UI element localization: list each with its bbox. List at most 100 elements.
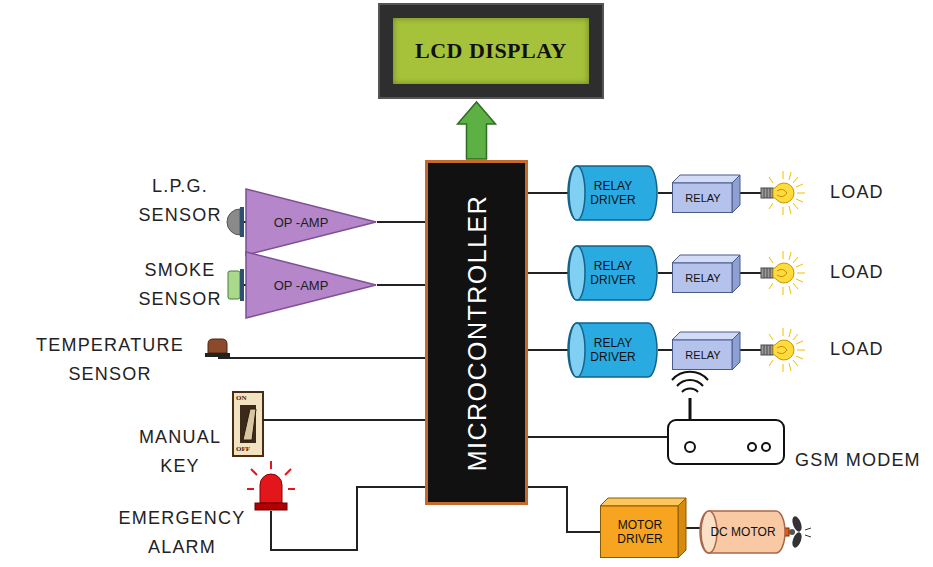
text-wrap: RELAY DRIVER — [580, 324, 646, 376]
wire — [263, 419, 425, 421]
node-text: MICROCONTROLLER — [462, 194, 491, 471]
node-text: RELAY — [685, 192, 720, 204]
wire — [528, 436, 668, 438]
text-wrap: MOTOR DRIVER — [602, 506, 678, 558]
relay-driver: RELAY DRIVER — [568, 245, 658, 301]
manual-switch — [233, 392, 425, 456]
cylinder-body — [568, 323, 657, 377]
block-arrow — [458, 102, 496, 159]
signal-wire — [686, 527, 700, 529]
sensor-plate — [240, 207, 244, 237]
modem-led — [685, 442, 695, 452]
text-wrap: RELAY DRIVER — [580, 247, 646, 299]
text-wrap: LCD DISPLAY — [393, 18, 589, 84]
box-side — [678, 498, 686, 558]
box-front — [673, 340, 733, 370]
box-top — [672, 332, 740, 340]
load-label: LOAD — [830, 335, 920, 364]
switch-plate — [233, 392, 263, 456]
node-text: RELAY — [685, 349, 720, 361]
relay-box: RELAY — [672, 175, 740, 213]
bulb — [761, 171, 805, 215]
bulb — [761, 251, 805, 295]
load-label: LOAD — [830, 178, 920, 207]
relay-driver: RELAY DRIVER — [568, 322, 658, 378]
wifi-waves — [672, 372, 708, 392]
wire — [218, 357, 425, 359]
box-front — [673, 263, 733, 293]
wire — [271, 487, 425, 550]
signal-wire — [528, 487, 600, 532]
sensor-label: L.P.G. SENSOR — [122, 172, 238, 230]
cylinder-body — [568, 166, 657, 220]
node-text: OP -AMP — [274, 278, 329, 293]
modem-led — [762, 443, 770, 451]
relay-box: RELAY — [672, 255, 740, 293]
signal-wire — [377, 284, 425, 286]
alarm-base — [255, 503, 287, 510]
signal-wire — [658, 272, 672, 274]
box-side — [732, 255, 740, 293]
node-text: LCD DISPLAY — [415, 38, 567, 64]
switch-state: ON — [236, 395, 256, 402]
sensor-plate — [240, 269, 244, 301]
node-text: DC MOTOR — [710, 525, 775, 539]
text-wrap: DC MOTOR — [710, 512, 776, 552]
signal-wire — [658, 192, 672, 194]
text-wrap: RELAY — [674, 263, 732, 293]
cylinder-end — [569, 323, 585, 377]
box-front — [601, 506, 679, 558]
modem-label: GSM MODEM — [795, 446, 929, 475]
loads — [740, 171, 805, 372]
box-side — [732, 175, 740, 213]
wire — [740, 349, 761, 351]
box-top — [672, 255, 740, 263]
sensor-label: TEMPERATURE SENSOR — [20, 331, 200, 389]
modem-led — [748, 443, 756, 451]
microcontroller-box: MICROCONTROLLER — [425, 160, 528, 505]
node-text: RELAY DRIVER — [580, 336, 646, 364]
signal-wire — [528, 272, 568, 274]
cylinder-end — [569, 166, 585, 220]
opamp-triangle — [246, 189, 376, 255]
sensor-label: SMOKE SENSOR — [122, 256, 238, 314]
load-label: LOAD — [830, 258, 920, 287]
dc-motor: DC MOTOR — [700, 510, 786, 554]
sensor-body — [228, 271, 240, 299]
alarm-dome — [260, 474, 282, 503]
emergency-alarm — [247, 461, 425, 550]
motor-driver-box: MOTOR DRIVER — [600, 498, 686, 558]
sensor-dome — [227, 209, 240, 235]
motion-lines — [805, 528, 811, 537]
gsm-modem — [528, 372, 784, 464]
signal-wire — [528, 349, 568, 351]
alarm-label: EMERGENCY ALARM — [115, 504, 249, 562]
text-wrap: RELAY — [674, 183, 732, 213]
text-wrap: OP -AMP — [267, 188, 335, 256]
switch-slot — [240, 405, 256, 443]
fan-hub — [789, 529, 795, 535]
text-wrap: RELAY — [674, 340, 732, 370]
opamp-triangle: OP -AMP — [245, 188, 377, 256]
node-text: RELAY DRIVER — [580, 179, 646, 207]
opamp-triangle: OP -AMP — [245, 251, 377, 319]
node-text: MOTOR DRIVER — [602, 518, 678, 546]
sensor-base — [205, 353, 230, 357]
box-top — [600, 498, 686, 506]
box-front — [673, 183, 733, 213]
wire — [740, 272, 761, 274]
opamp-triangle — [246, 252, 376, 318]
relay-box: RELAY — [672, 332, 740, 370]
box-top — [672, 175, 740, 183]
alarm-rays — [247, 461, 295, 489]
temperature-sensor — [205, 339, 425, 358]
lcd-display: LCD DISPLAY — [380, 5, 602, 97]
text-wrap: OP -AMP — [267, 251, 335, 319]
signal-wire — [377, 221, 425, 223]
signal-wire — [528, 192, 568, 194]
wire — [740, 192, 761, 194]
cylinder-end — [569, 246, 585, 300]
relay-driver: RELAY DRIVER — [568, 165, 658, 221]
switch-lever — [243, 409, 256, 440]
switch-state: OFF — [236, 446, 256, 453]
